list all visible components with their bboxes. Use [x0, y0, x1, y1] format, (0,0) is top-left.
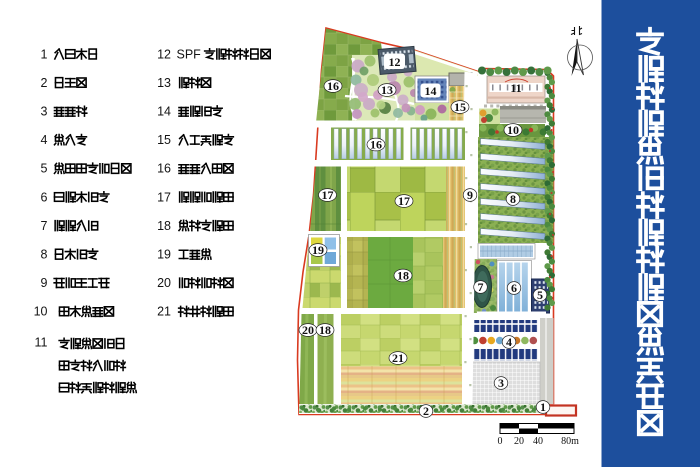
svg-text:18: 18	[319, 323, 331, 337]
svg-text:15: 15	[454, 100, 466, 114]
svg-text:18: 18	[157, 219, 171, 233]
svg-text:16: 16	[370, 138, 382, 152]
svg-text:2: 2	[41, 76, 48, 90]
svg-text:15: 15	[157, 133, 171, 147]
svg-text:0: 0	[498, 436, 503, 447]
svg-text:14: 14	[425, 84, 437, 98]
svg-text:1: 1	[540, 400, 546, 414]
svg-text:21: 21	[392, 351, 404, 365]
svg-text:14: 14	[157, 105, 171, 119]
svg-text:13: 13	[381, 83, 393, 97]
svg-text:5: 5	[537, 288, 543, 302]
svg-text:12: 12	[389, 55, 401, 69]
svg-text:6: 6	[41, 190, 48, 204]
svg-text:17: 17	[322, 188, 334, 202]
svg-text:17: 17	[398, 194, 410, 208]
svg-text:4: 4	[41, 133, 48, 147]
svg-text:11: 11	[35, 335, 48, 349]
svg-text:3: 3	[41, 105, 48, 119]
svg-text:10: 10	[507, 123, 519, 137]
svg-text:8: 8	[41, 248, 48, 262]
svg-text:17: 17	[157, 190, 171, 204]
svg-text:20: 20	[302, 323, 314, 337]
svg-text:11: 11	[510, 81, 521, 95]
svg-text:13: 13	[157, 76, 171, 90]
svg-text:SPF: SPF	[177, 47, 202, 61]
svg-text:9: 9	[467, 188, 473, 202]
svg-text:20: 20	[514, 436, 524, 447]
svg-text:21: 21	[157, 305, 171, 319]
svg-text:5: 5	[41, 162, 48, 176]
svg-text:16: 16	[157, 162, 171, 176]
svg-text:80m: 80m	[561, 436, 579, 447]
svg-text:1: 1	[41, 47, 48, 61]
svg-text:2: 2	[423, 404, 429, 418]
svg-text:8: 8	[510, 192, 516, 206]
svg-text:3: 3	[498, 376, 504, 390]
svg-text:4: 4	[506, 335, 512, 349]
svg-text:12: 12	[157, 47, 171, 61]
svg-text:19: 19	[312, 243, 324, 257]
svg-text:16: 16	[327, 79, 339, 93]
svg-text:10: 10	[34, 305, 48, 319]
svg-text:40: 40	[533, 436, 543, 447]
svg-text:19: 19	[157, 248, 171, 262]
svg-text:9: 9	[41, 276, 48, 290]
svg-text:18: 18	[397, 269, 409, 283]
svg-text:7: 7	[478, 280, 484, 294]
svg-text:6: 6	[511, 281, 517, 295]
svg-text:7: 7	[41, 219, 48, 233]
svg-text:20: 20	[157, 276, 171, 290]
